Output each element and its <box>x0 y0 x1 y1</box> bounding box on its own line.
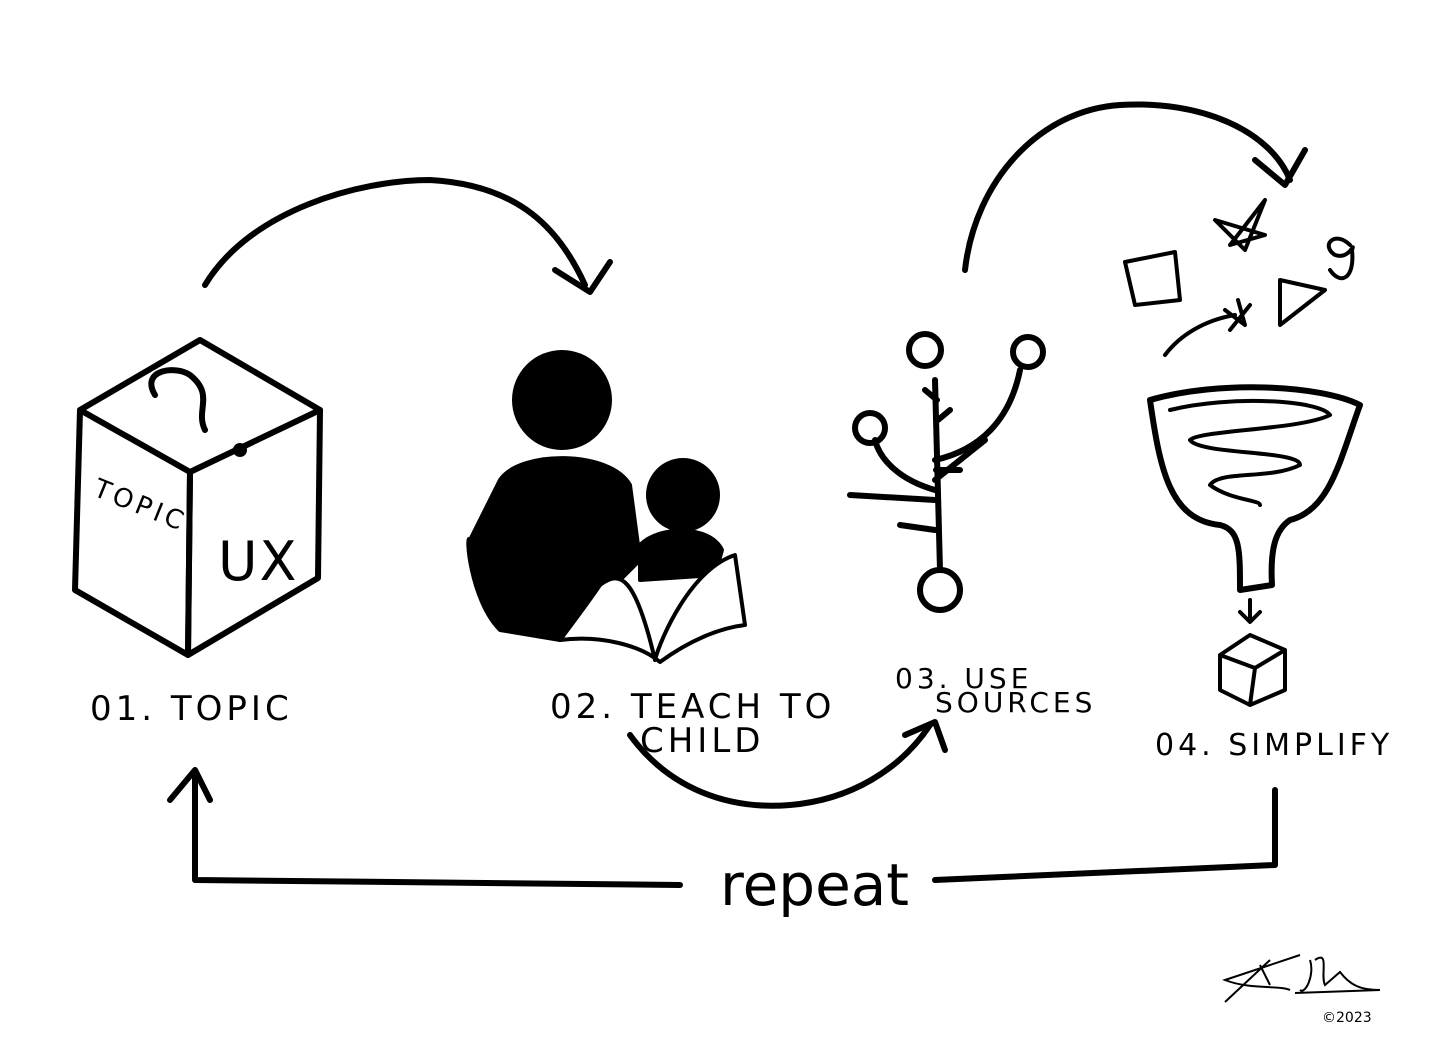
funnel-icon <box>1147 384 1363 707</box>
adult-reading-to-child-icon <box>466 350 747 664</box>
step-4-label: 04. SIMPLIFY <box>1155 728 1393 763</box>
simplify-shapes-icon <box>1123 198 1355 357</box>
cube-question-icon: TOPIC UX <box>72 337 323 658</box>
signature <box>1222 954 1381 1003</box>
arrow-topic-to-teach <box>202 177 588 288</box>
repeat-label: repeat <box>720 851 909 919</box>
step-2-label-line1: 02. TEACH TO <box>550 687 835 727</box>
step-3-label-line1: 03. USE <box>895 662 1032 695</box>
cube-face-topic: TOPIC <box>88 473 191 538</box>
arrow-teach-to-sources <box>627 722 933 809</box>
step-1-label: 01. TOPIC <box>90 689 293 729</box>
repeat-loop-arrow <box>167 767 1278 888</box>
step-3-label-line2: SOURCES <box>935 686 1096 719</box>
step-2-label-line2: CHILD <box>640 721 764 761</box>
branching-tree-icon <box>847 331 1046 613</box>
cube-face-ux: UX <box>218 530 299 593</box>
copyright-text: ©2023 <box>1322 1010 1372 1026</box>
arrow-sources-to-simplify <box>962 101 1293 273</box>
